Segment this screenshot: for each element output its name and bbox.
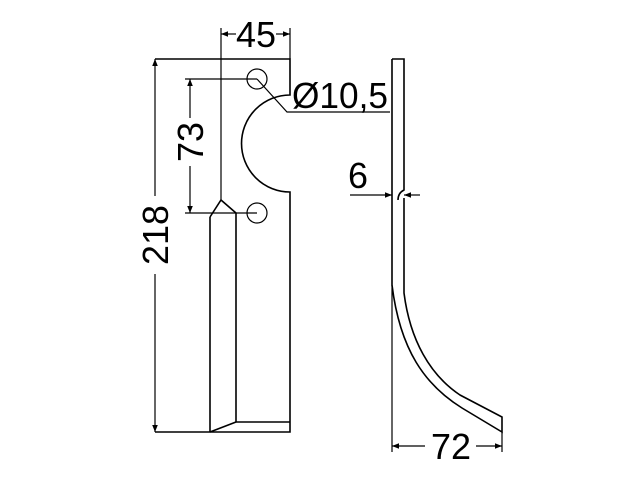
hole-spacing-label: 73 (170, 122, 211, 162)
thickness-label: 6 (348, 155, 368, 196)
dimension-hole-diameter: Ø10,5 (256, 75, 390, 116)
width-label: 45 (236, 14, 276, 55)
blade-front-view (155, 58, 291, 433)
dimension-hole-spacing: 73 (170, 78, 257, 214)
dimension-thickness: 6 (348, 155, 420, 198)
dimension-bend-offset: 72 (391, 285, 503, 467)
hole-diameter-label: Ø10,5 (292, 75, 388, 116)
bend-offset-label: 72 (431, 426, 471, 467)
total-height-label: 218 (135, 205, 176, 265)
dimension-total-height: 218 (135, 59, 176, 432)
blade-side-view (391, 58, 503, 434)
dimension-width: 45 (220, 14, 291, 200)
